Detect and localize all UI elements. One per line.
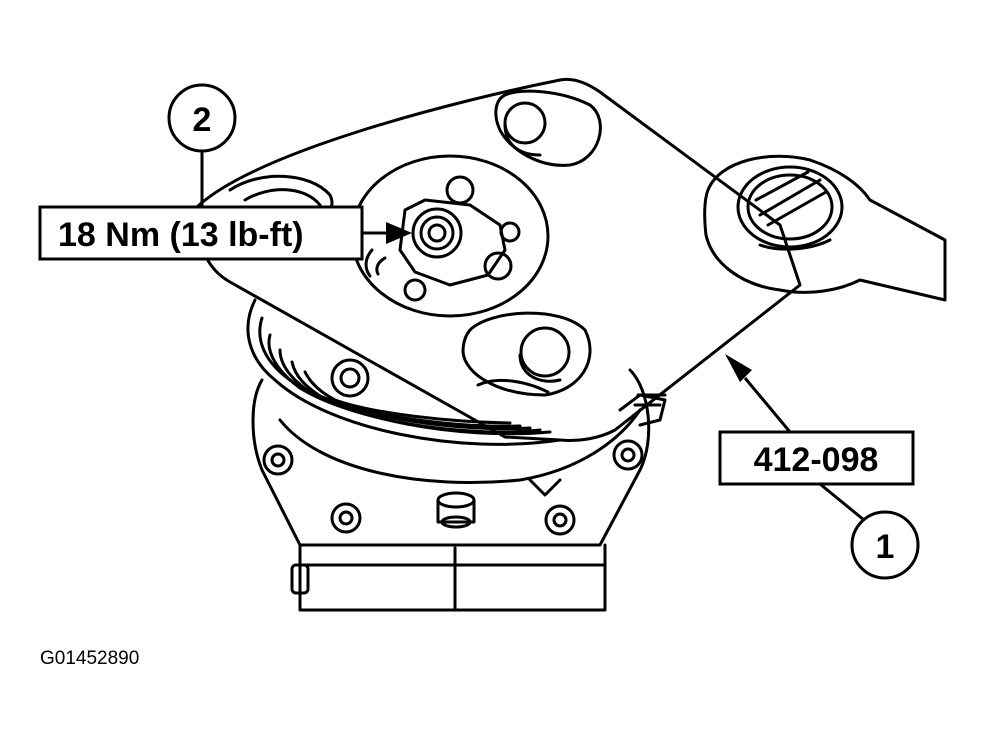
compressor-body — [251, 368, 667, 612]
tool-number-label: 412-098 — [754, 441, 879, 479]
tool-number-callout: 412-098 — [718, 354, 915, 522]
callout-1: 1 — [850, 510, 920, 580]
ratchet-wrench — [703, 154, 947, 302]
callout-2: 2 — [167, 83, 237, 207]
torque-callout: 18 Nm (13 lb-ft) — [38, 205, 412, 261]
callout-1-number: 1 — [876, 528, 895, 566]
clutch-pulley — [246, 298, 562, 446]
figure-id: G01452890 — [40, 648, 139, 669]
callout-2-number: 2 — [193, 101, 212, 139]
torque-label: 18 Nm (13 lb-ft) — [58, 216, 304, 254]
